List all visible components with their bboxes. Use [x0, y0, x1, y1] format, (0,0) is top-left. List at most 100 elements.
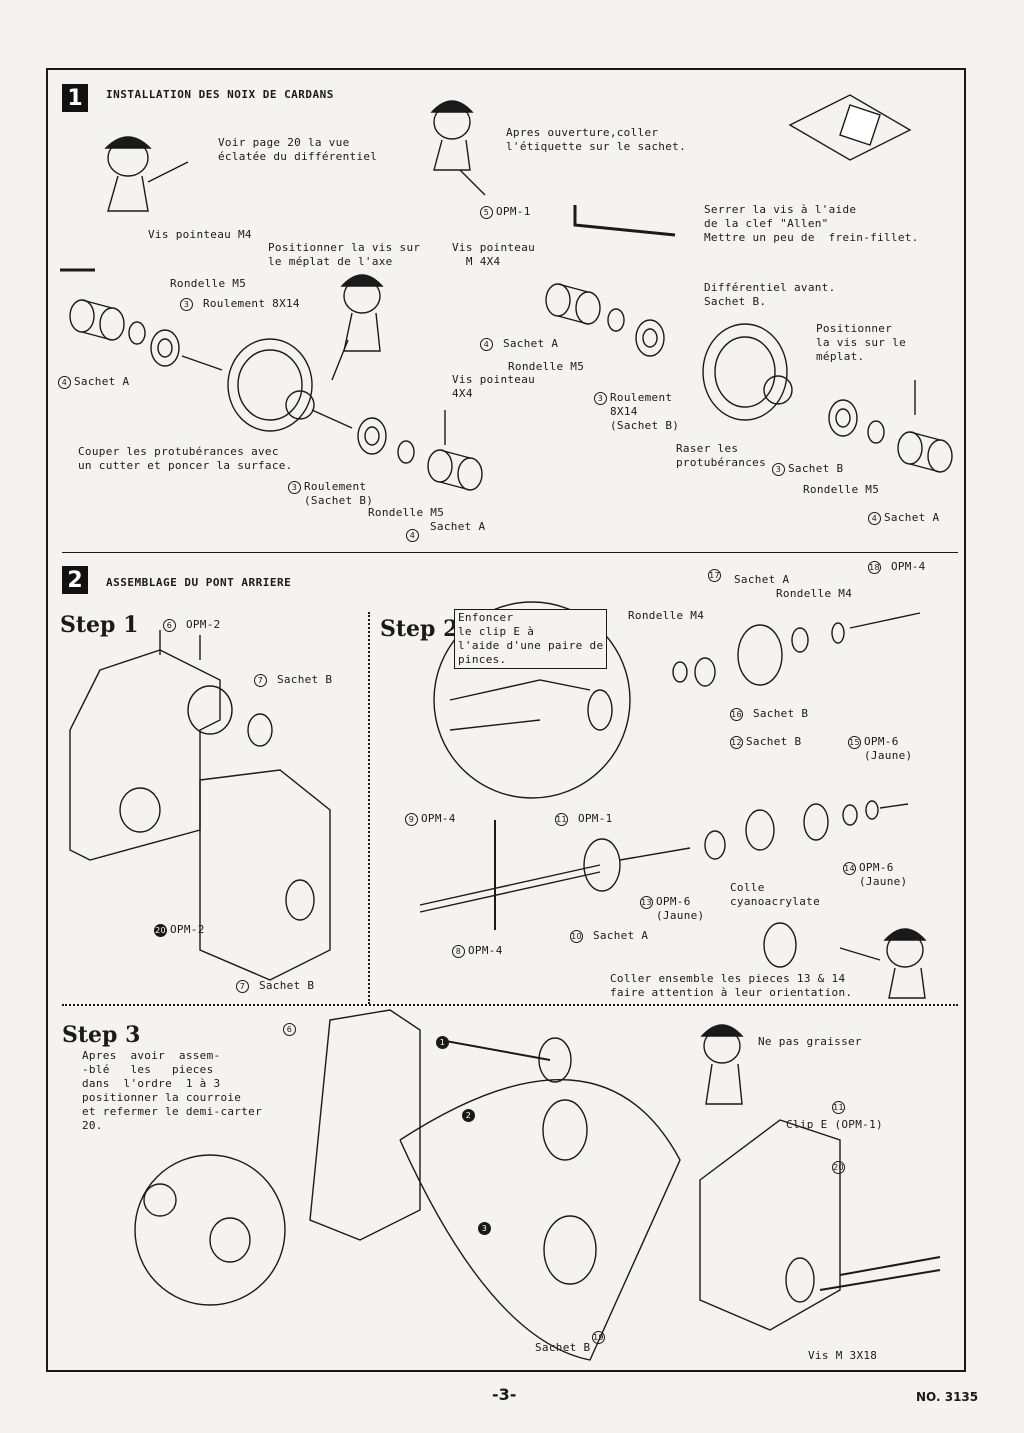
after-open-note: Apres ouverture,coller l'étiquette sur l… [506, 126, 686, 153]
callout-number: 11 [555, 812, 568, 826]
callout-number: 7 [254, 673, 267, 687]
num-11-step3: 11 [832, 1100, 848, 1114]
callout-number: 3 [180, 297, 193, 311]
callout-number: 9 [405, 812, 418, 826]
num-19-step3: 19 [592, 1330, 608, 1344]
sachet-text: Sachet B [746, 735, 802, 748]
sachet-b-16-label: 16 Sachet B [730, 707, 808, 721]
rondelle-m5-right-label: Rondelle M5 [803, 483, 880, 496]
vis-m3-label: Vis M 3X18 [808, 1349, 878, 1362]
callout-number: 20 [154, 923, 167, 937]
callout-number: 12 [730, 735, 743, 749]
see-page-note: Voir page 20 la vue éclatée du différent… [218, 136, 378, 163]
section-1-title: INSTALLATION DES NOIX DE CARDANS [106, 88, 334, 101]
opm1-text: OPM-1 [577, 812, 613, 825]
section-divider [62, 552, 958, 553]
rondelle-m4-b-label: Rondelle M4 [776, 587, 853, 600]
callout-number: 3 [288, 480, 301, 494]
callout-number: 11 [832, 1100, 845, 1114]
section-1-number: 1 [62, 84, 88, 112]
callout-number: 6 [163, 618, 176, 632]
section-2-number: 2 [62, 566, 88, 594]
callout-number: 15 [848, 735, 861, 749]
step-1-heading: Step 1 [60, 612, 139, 638]
sachet-a-mid-label: 4 Sachet A [480, 337, 558, 351]
order-1-marker: 1 [436, 1035, 452, 1049]
roulement-text: Roulement 8X14 (Sachet B) [610, 391, 680, 432]
right-cardan-parts [545, 205, 953, 473]
sachet-b-19-label: Sachet B [535, 1341, 591, 1354]
manual-number: NO. 3135 [916, 1390, 979, 1404]
step3-assembly-drawing [134, 1009, 941, 1361]
opm4-text: OPM-4 [468, 944, 503, 957]
callout-number: 19 [592, 1330, 605, 1344]
ne-pas-graisser-note: Ne pas graisser [758, 1035, 862, 1048]
order-number: 3 [478, 1221, 491, 1235]
opm4-text: OPM-4 [421, 812, 456, 825]
callout-number: 20 [832, 1160, 845, 1174]
step2-gear-assembly [419, 612, 921, 968]
callout-number: 10 [570, 929, 583, 943]
roulement-text: Roulement 8X14 [202, 297, 300, 310]
opm6-text: OPM-6 (Jaune) [656, 895, 705, 922]
mascot-figure-2 [430, 100, 486, 196]
mascot-figure-5 [700, 1024, 744, 1105]
opm4-18-label: 18 OPM-4 [868, 560, 926, 574]
sachet-b-bottom-label: 7 Sachet B [236, 979, 314, 993]
opm4-text: OPM-4 [890, 560, 926, 573]
order-2-marker: 2 [462, 1108, 478, 1122]
callout-number: 3 [772, 462, 785, 476]
callout-number: 14 [843, 861, 856, 875]
num-17: 17 [708, 568, 724, 582]
opm1-label: OPM-1 [496, 205, 531, 218]
vis-4x4-label-a: Vis pointeau M 4X4 [452, 241, 536, 268]
callout-number: 4 [406, 528, 419, 542]
rondelle-m5-low-label: Rondelle M5 [368, 506, 445, 519]
step1-casing-drawing [69, 630, 331, 981]
roulement-text: Roulement (Sachet B) [304, 480, 374, 507]
sachet-text: Sachet B [276, 673, 333, 686]
callout-number: 13 [640, 895, 653, 909]
couper-note: Couper les protubérances avec un cutter … [78, 445, 293, 472]
callout-number: 5 [480, 205, 493, 219]
sachet-text: Sachet A [884, 511, 940, 524]
callout-number: 4 [480, 337, 493, 351]
rondelle-m5-label-a: Rondelle M5 [170, 277, 247, 290]
opm6-text: OPM-6 (Jaune) [859, 861, 908, 888]
sachet-text: Sachet B [752, 707, 809, 720]
raser-note: Raser les protubérances [676, 442, 766, 469]
step-2-heading: Step 2 [380, 616, 459, 642]
sachet-a-low-label: Sachet A [430, 520, 486, 533]
step-divider-horizontal [62, 1004, 958, 1006]
callout-number: 18 [868, 560, 881, 574]
opm2-text: OPM-2 [185, 618, 221, 631]
left-cardan-parts [60, 268, 483, 491]
vis-4x4-label-b: Vis pointeau 4X4 [452, 373, 536, 400]
sachet-text: Sachet B [788, 462, 844, 475]
rondelle-m4-a-label: Rondelle M4 [628, 609, 705, 622]
roulement-label-a: 3 Roulement 8X14 [180, 297, 300, 311]
callout-number: 3 [594, 391, 607, 405]
opm2-top-label: 6 OPM-2 [163, 618, 221, 632]
manual-page-frame [46, 68, 966, 1372]
sachet-b-top-label: 7 Sachet B [254, 673, 332, 687]
clip-e-label: Clip E (OPM-1) [786, 1118, 883, 1131]
sachet-text: Sachet B [258, 979, 315, 992]
callout-number: 8 [452, 944, 465, 958]
sachet-a-17-label: Sachet A [734, 573, 790, 586]
step2-pliers-detail [433, 601, 631, 799]
callout-number: 4 [58, 375, 71, 389]
tighten-note: Serrer la vis à l'aide de la clef "Allen… [704, 203, 919, 244]
